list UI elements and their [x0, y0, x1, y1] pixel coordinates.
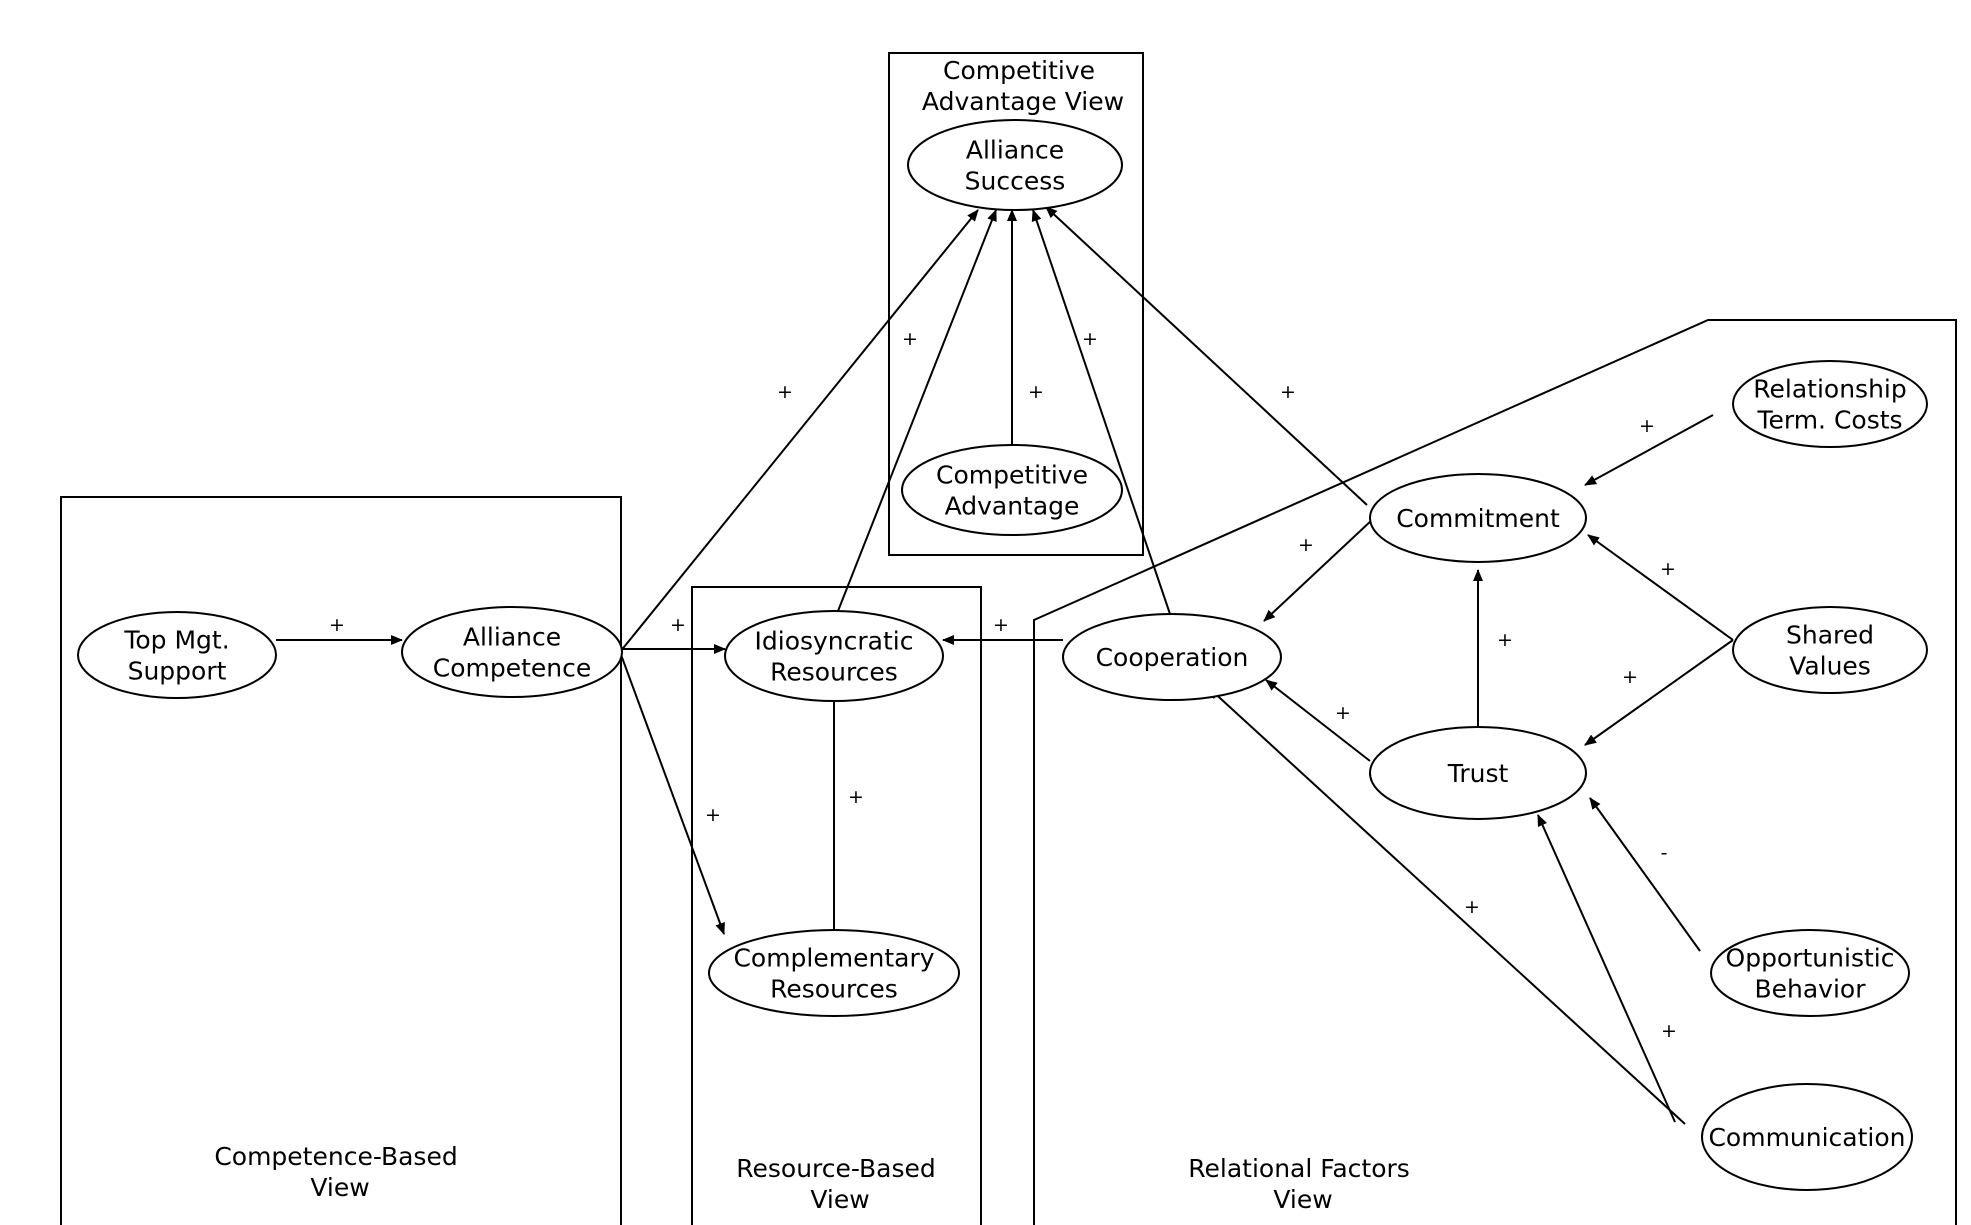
edge-alliance-competence-to-complementary-resources-sign: + [705, 804, 721, 826]
edge-opportunistic-behavior-to-trust-sign: - [1661, 842, 1668, 864]
edge-trust-to-commitment-sign: + [1497, 629, 1513, 651]
node-cooperation-ellipse [1062, 613, 1282, 701]
edge-idiosyncratic-resources-to-alliance-success [837, 209, 997, 612]
edge-cooperation-to-alliance-success-sign: + [1082, 328, 1098, 350]
node-trust-label: Trust [1447, 759, 1509, 788]
edge-alliance-competence-to-idiosyncratic-resources-sign: + [670, 614, 686, 636]
edge-shared-values-to-trust [1584, 639, 1734, 746]
edge-alliance-competence-to-alliance-success-sign: + [777, 381, 793, 403]
node-shared-values-label: Values [1789, 652, 1871, 681]
node-commitment-ellipse [1369, 473, 1587, 563]
node-top-mgt-support-label: Top Mgt. [123, 626, 229, 655]
node-shared-values-ellipse [1732, 606, 1928, 694]
node-commitment-label: Commitment [1396, 504, 1560, 533]
competence-based-view-label: Competence-Based View [214, 1142, 465, 1202]
node-top-mgt-support-ellipse [77, 611, 277, 699]
edge-commitment-to-alliance-success [1045, 206, 1368, 506]
edge-alliance-competence-to-complementary-resources [619, 651, 725, 935]
edge-alliance-competence-to-alliance-success [619, 209, 979, 653]
competitive-advantage-view-label: Competitive Advantage View [922, 56, 1124, 116]
node-trust-ellipse [1369, 726, 1587, 820]
edge-competitive-advantage-to-alliance-success-sign: + [1028, 381, 1044, 403]
edge-shared-values-to-commitment [1587, 534, 1734, 641]
edge-cooperation-to-alliance-success [1031, 209, 1171, 615]
edge-shared-values-to-commitment-sign: + [1660, 558, 1676, 580]
relational-factors-view-label: Relational Factors View [1188, 1154, 1418, 1214]
node-competitive-advantage-label: Advantage [945, 492, 1080, 521]
node-top-mgt-support: Top Mgt.Support [77, 611, 277, 699]
edge-idiosyncratic-resources-to-alliance-success-sign: + [902, 328, 918, 350]
edge-complementary-resources-to-idiosyncratic-resources-sign: + [848, 786, 864, 808]
competence-based-view-frame [60, 496, 622, 1225]
edge-communication-to-trust-sign: + [1661, 1020, 1677, 1042]
node-relationship-term-costs-ellipse [1732, 360, 1928, 448]
node-alliance-success-ellipse [907, 119, 1123, 211]
node-alliance-competence-label: Competence [433, 654, 592, 683]
edge-layer: + + + + + + + + + + + + + + + + + - + [276, 206, 1734, 1125]
node-idiosyncratic-resources-label: Idiosyncratic [755, 627, 914, 656]
edge-communication-to-cooperation-sign: + [1464, 896, 1480, 918]
node-complementary-resources-label: Resources [770, 975, 898, 1004]
edge-communication-to-cooperation [1208, 687, 1686, 1125]
node-shared-values-label: Shared [1786, 621, 1874, 650]
node-competitive-advantage-ellipse [901, 444, 1123, 536]
competitive-advantage-view-frame [888, 52, 1144, 556]
edge-commitment-to-alliance-success-sign: + [1280, 381, 1296, 403]
node-opportunistic-behavior-label: Behavior [1754, 975, 1866, 1004]
node-relationship-term-costs-label: Term. Costs [1756, 406, 1902, 435]
node-communication: Communication [1701, 1083, 1913, 1191]
node-communication-ellipse [1701, 1083, 1913, 1191]
edge-communication-to-trust [1537, 814, 1676, 1123]
node-cooperation: Cooperation [1062, 613, 1282, 701]
edge-shared-values-to-trust-sign: + [1622, 666, 1638, 688]
edge-opportunistic-behavior-to-trust [1589, 797, 1701, 952]
edge-commitment-to-cooperation [1263, 504, 1389, 622]
node-alliance-success-label: Alliance [966, 136, 1064, 165]
node-idiosyncratic-resources-label: Resources [770, 658, 898, 687]
resource-based-view-label: Resource-Based View [736, 1154, 943, 1214]
resource-based-view-frame [691, 586, 982, 1225]
node-commitment: Commitment [1369, 473, 1587, 563]
node-complementary-resources-label: Complementary [733, 944, 934, 973]
relational-factors-view-frame [1033, 319, 1957, 1225]
node-competitive-advantage-label: Competitive [936, 461, 1088, 490]
node-idiosyncratic-resources-ellipse [724, 610, 944, 702]
node-opportunistic-behavior-label: Opportunistic [1726, 944, 1895, 973]
node-alliance-success-label: Success [965, 167, 1066, 196]
edge-relationship-term-costs-to-commitment [1584, 414, 1714, 486]
node-complementary-resources-ellipse [708, 929, 960, 1017]
edge-cooperation-to-idiosyncratic-resources-sign: + [993, 614, 1009, 636]
edge-trust-to-cooperation-sign: + [1335, 702, 1351, 724]
node-communication-label: Communication [1708, 1123, 1905, 1152]
edge-relationship-term-costs-to-commitment-sign: + [1639, 415, 1655, 437]
edge-commitment-to-cooperation-sign: + [1298, 534, 1314, 556]
node-relationship-term-costs-label: Relationship [1753, 375, 1906, 404]
node-cooperation-label: Cooperation [1096, 643, 1249, 672]
node-opportunistic-behavior-ellipse [1710, 929, 1910, 1017]
node-alliance-competence-label: Alliance [463, 623, 561, 652]
node-top-mgt-support-label: Support [128, 657, 227, 686]
edge-top-mgt-support-to-alliance-competence-sign: + [329, 614, 345, 636]
node-trust: Trust [1369, 726, 1587, 820]
edge-trust-to-cooperation [1265, 679, 1371, 762]
node-alliance-competence-ellipse [401, 606, 623, 698]
